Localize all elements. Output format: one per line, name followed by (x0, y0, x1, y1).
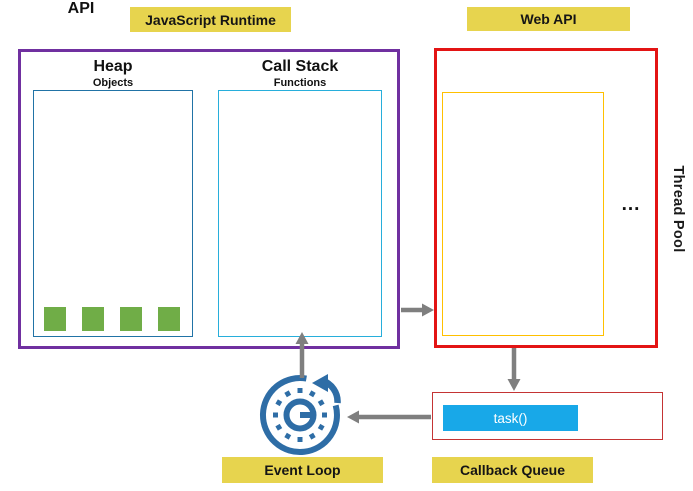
heap-object-square (120, 307, 142, 331)
javascript-runtime-label: JavaScript Runtime (130, 7, 291, 32)
heap-object-square (158, 307, 180, 331)
thread-pool-label: Thread Pool (670, 165, 686, 253)
event-loop-arrowhead (312, 374, 328, 392)
call-stack-title: Call Stack (261, 58, 339, 75)
arrow-runtime-to-api (422, 303, 434, 317)
javascript-runtime-box (18, 49, 400, 349)
call-stack-header: Call Stack Functions (218, 58, 382, 89)
event-loop-icon (259, 374, 341, 455)
callback-queue-box: task() (432, 392, 663, 440)
heap-box (33, 90, 193, 337)
call-stack-box (218, 90, 382, 337)
thread-pool-ellipsis: ... (621, 194, 641, 215)
arrow-callback-to-eventloop (347, 410, 359, 424)
task-chip: task() (443, 405, 578, 431)
event-loop-dots (273, 388, 327, 442)
heap-object-square (44, 307, 66, 331)
arrow-api-to-callback (507, 379, 521, 391)
event-loop-label: Event Loop (222, 457, 383, 483)
heap-object-square (82, 307, 104, 331)
web-api-box (434, 48, 658, 348)
call-stack-subtitle: Functions (273, 76, 327, 89)
heap-header: Heap Objects (33, 58, 193, 89)
heap-objects (44, 307, 180, 331)
api-inner-box (442, 92, 604, 336)
callback-queue-label: Callback Queue (432, 457, 593, 483)
heap-subtitle: Objects (92, 76, 134, 89)
heap-title: Heap (93, 58, 133, 75)
api-title: API (67, 0, 95, 17)
web-api-label: Web API (467, 7, 630, 31)
